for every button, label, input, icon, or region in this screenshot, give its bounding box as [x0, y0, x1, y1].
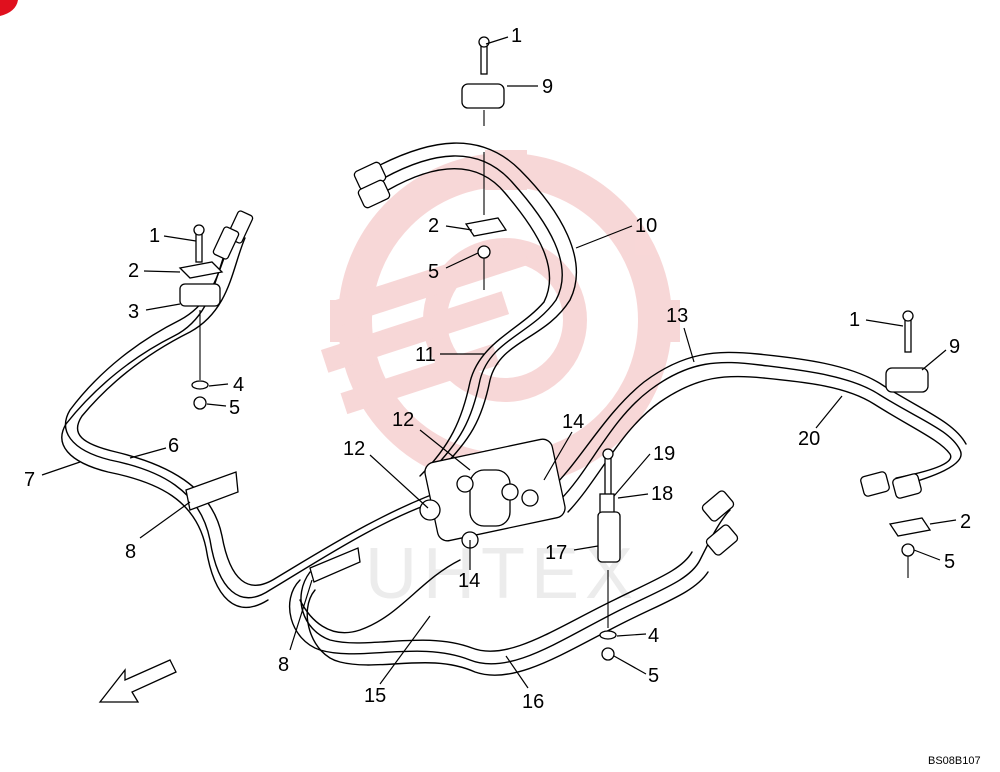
callout-9: 9: [949, 336, 960, 358]
callout-15: 15: [364, 685, 386, 707]
callout-5: 5: [229, 397, 240, 419]
clamp-right: [885, 310, 932, 578]
corner-mark: [0, 0, 18, 16]
callout-2: 2: [428, 215, 439, 237]
callout-16: 16: [522, 691, 544, 713]
callout-9: 9: [542, 76, 553, 98]
tube-right-pair: [549, 351, 967, 513]
tube-upper-pair: [353, 142, 578, 477]
bracket-bottom: [309, 547, 361, 583]
callout-20: 20: [798, 428, 820, 450]
callout-14: 14: [562, 411, 584, 433]
drawing-code: BS08B107: [928, 755, 981, 767]
clamp-top: [461, 36, 508, 290]
callout-7: 7: [24, 469, 35, 491]
callout-11: 11: [415, 344, 436, 366]
callout-1: 1: [149, 225, 160, 247]
callout-5: 5: [944, 551, 955, 573]
direction-arrow: [98, 659, 177, 703]
callout-5: 5: [428, 261, 439, 283]
callout-18: 18: [651, 483, 673, 505]
leader-lines: [41, 36, 957, 689]
callout-8: 8: [278, 654, 289, 676]
tube-left-pair: [61, 210, 451, 608]
callout-17: 17: [545, 542, 567, 564]
clamp-left: [178, 224, 224, 410]
callout-12: 12: [343, 438, 365, 460]
callout-13: 13: [666, 305, 688, 327]
callout-1: 1: [511, 25, 522, 47]
callout-12: 12: [392, 409, 414, 431]
callout-19: 19: [653, 443, 675, 465]
callout-6: 6: [168, 435, 179, 457]
clamp-lower: [597, 448, 621, 661]
callout-14: 14: [458, 570, 480, 592]
callout-4: 4: [648, 625, 659, 647]
center-manifold: [419, 438, 566, 549]
callout-2: 2: [960, 511, 971, 533]
callout-8: 8: [125, 541, 136, 563]
callout-3: 3: [128, 301, 139, 323]
callout-4: 4: [233, 374, 244, 396]
callout-2: 2: [128, 260, 139, 282]
callout-10: 10: [635, 215, 657, 237]
callouts: 1 9 10 2 5 11 1 2 3 4 5 6 7 8 12 12 14 1…: [24, 25, 971, 713]
callout-1: 1: [849, 309, 860, 331]
bracket-left: [185, 471, 239, 511]
tube-lower-pair: [288, 490, 739, 676]
callout-5: 5: [648, 665, 659, 687]
